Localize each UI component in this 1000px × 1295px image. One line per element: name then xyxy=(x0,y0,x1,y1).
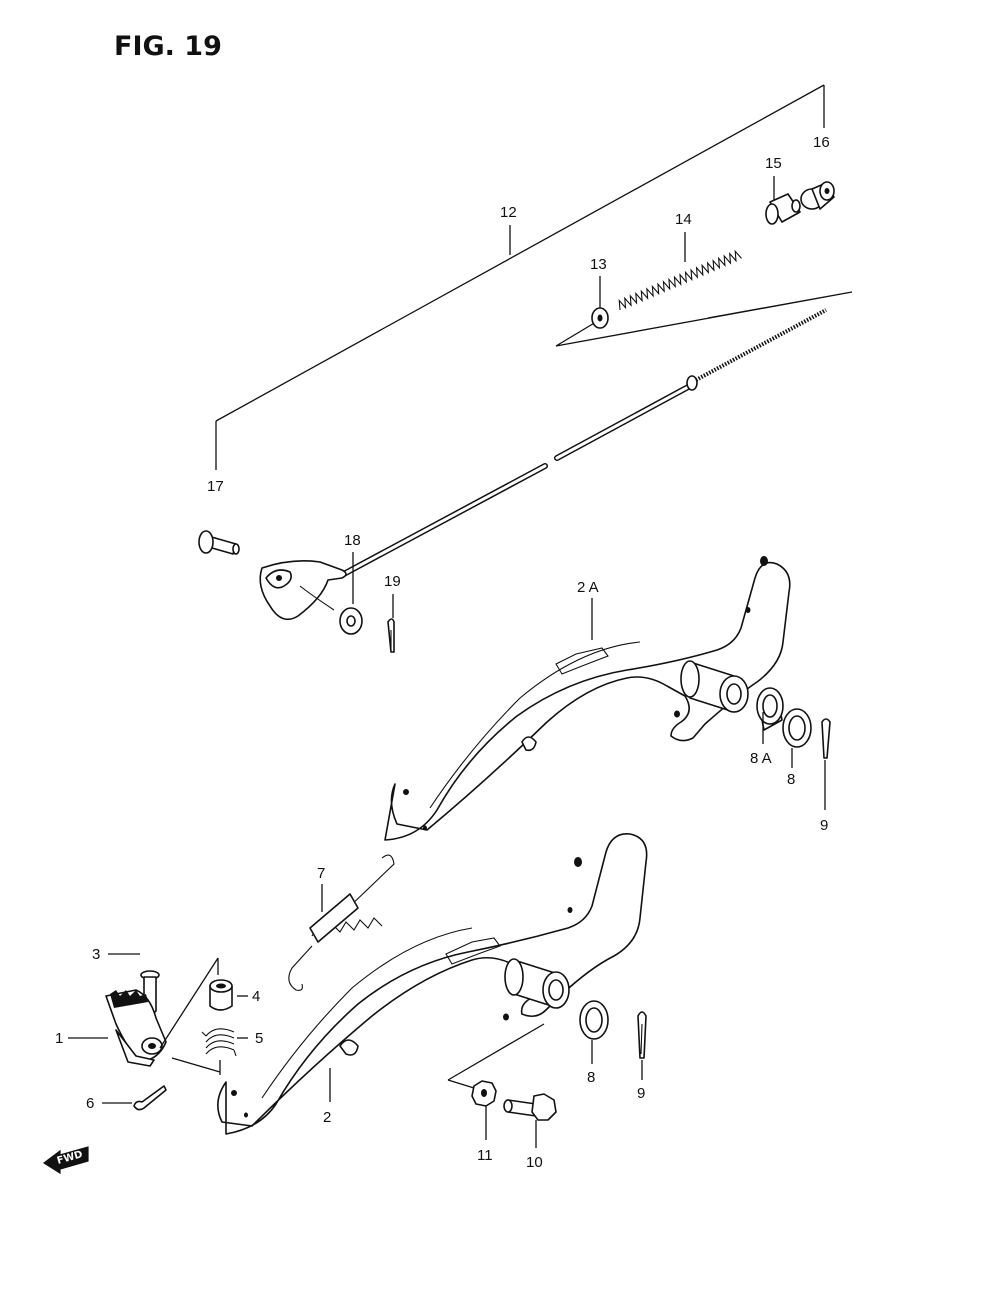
forward-direction-arrow: FWD xyxy=(42,1146,89,1175)
callout-16: 16 xyxy=(813,134,830,151)
brake-rod xyxy=(337,308,827,579)
callout-2: 2 xyxy=(323,1109,331,1126)
callout-15: 15 xyxy=(765,155,782,172)
footrest-group-frame xyxy=(159,957,221,1075)
callout-labels: 12 13 14 15 16 17 18 19 2 A 8 A 8 9 7 3 … xyxy=(55,134,830,1171)
callout-6: 6 xyxy=(86,1095,94,1112)
collar-4 xyxy=(209,979,233,1011)
callout-19: 19 xyxy=(384,573,401,590)
washer-8-lower xyxy=(579,1000,609,1040)
figure-title: FIG. 19 xyxy=(114,31,222,62)
brake-pedal-2 xyxy=(217,833,648,1135)
spring-14 xyxy=(618,249,742,311)
callout-3: 3 xyxy=(92,946,100,963)
footrest-1 xyxy=(105,989,167,1067)
nut-11 xyxy=(471,1080,497,1107)
joint-15 xyxy=(765,193,801,225)
callout-12: 12 xyxy=(500,204,517,221)
callout-2a: 2 A xyxy=(577,579,599,596)
clevis-yoke xyxy=(259,560,347,621)
callout-11: 11 xyxy=(477,1147,493,1164)
callout-8-lower: 8 xyxy=(587,1069,595,1086)
callout-18: 18 xyxy=(344,532,361,549)
callout-5: 5 xyxy=(255,1030,263,1047)
callout-8-upper: 8 xyxy=(787,771,795,788)
callout-17: 17 xyxy=(207,478,224,495)
callout-4: 4 xyxy=(252,988,260,1005)
callout-8a: 8 A xyxy=(750,750,772,767)
callout-1: 1 xyxy=(55,1030,63,1047)
spring-5 xyxy=(201,1028,237,1057)
washer-8-upper xyxy=(782,708,812,748)
callout-9-upper: 9 xyxy=(820,817,828,834)
cotter-pin-9-lower xyxy=(637,1011,647,1059)
callout-10: 10 xyxy=(526,1154,543,1171)
callout-14: 14 xyxy=(675,211,692,228)
cotter-pin-6 xyxy=(133,1085,167,1111)
brake-pedal-2a xyxy=(384,556,791,841)
clevis-pin-17 xyxy=(198,530,240,555)
callout-13: 13 xyxy=(590,256,607,273)
adjusting-nut-16 xyxy=(800,181,835,210)
bushing-8a xyxy=(756,687,784,731)
bolt-10 xyxy=(503,1093,557,1121)
cotter-pin-19 xyxy=(387,618,395,653)
bolt-nut-group-frame xyxy=(447,1023,545,1089)
callout-9-lower: 9 xyxy=(637,1085,645,1102)
callout-7: 7 xyxy=(317,865,325,882)
cotter-pin-9-upper xyxy=(821,718,831,759)
washer-13 xyxy=(591,307,609,329)
brake-rod-group-frame xyxy=(215,84,853,470)
return-spring-7 xyxy=(288,854,395,991)
washer-18 xyxy=(339,607,363,635)
leader-lines xyxy=(68,176,826,1148)
